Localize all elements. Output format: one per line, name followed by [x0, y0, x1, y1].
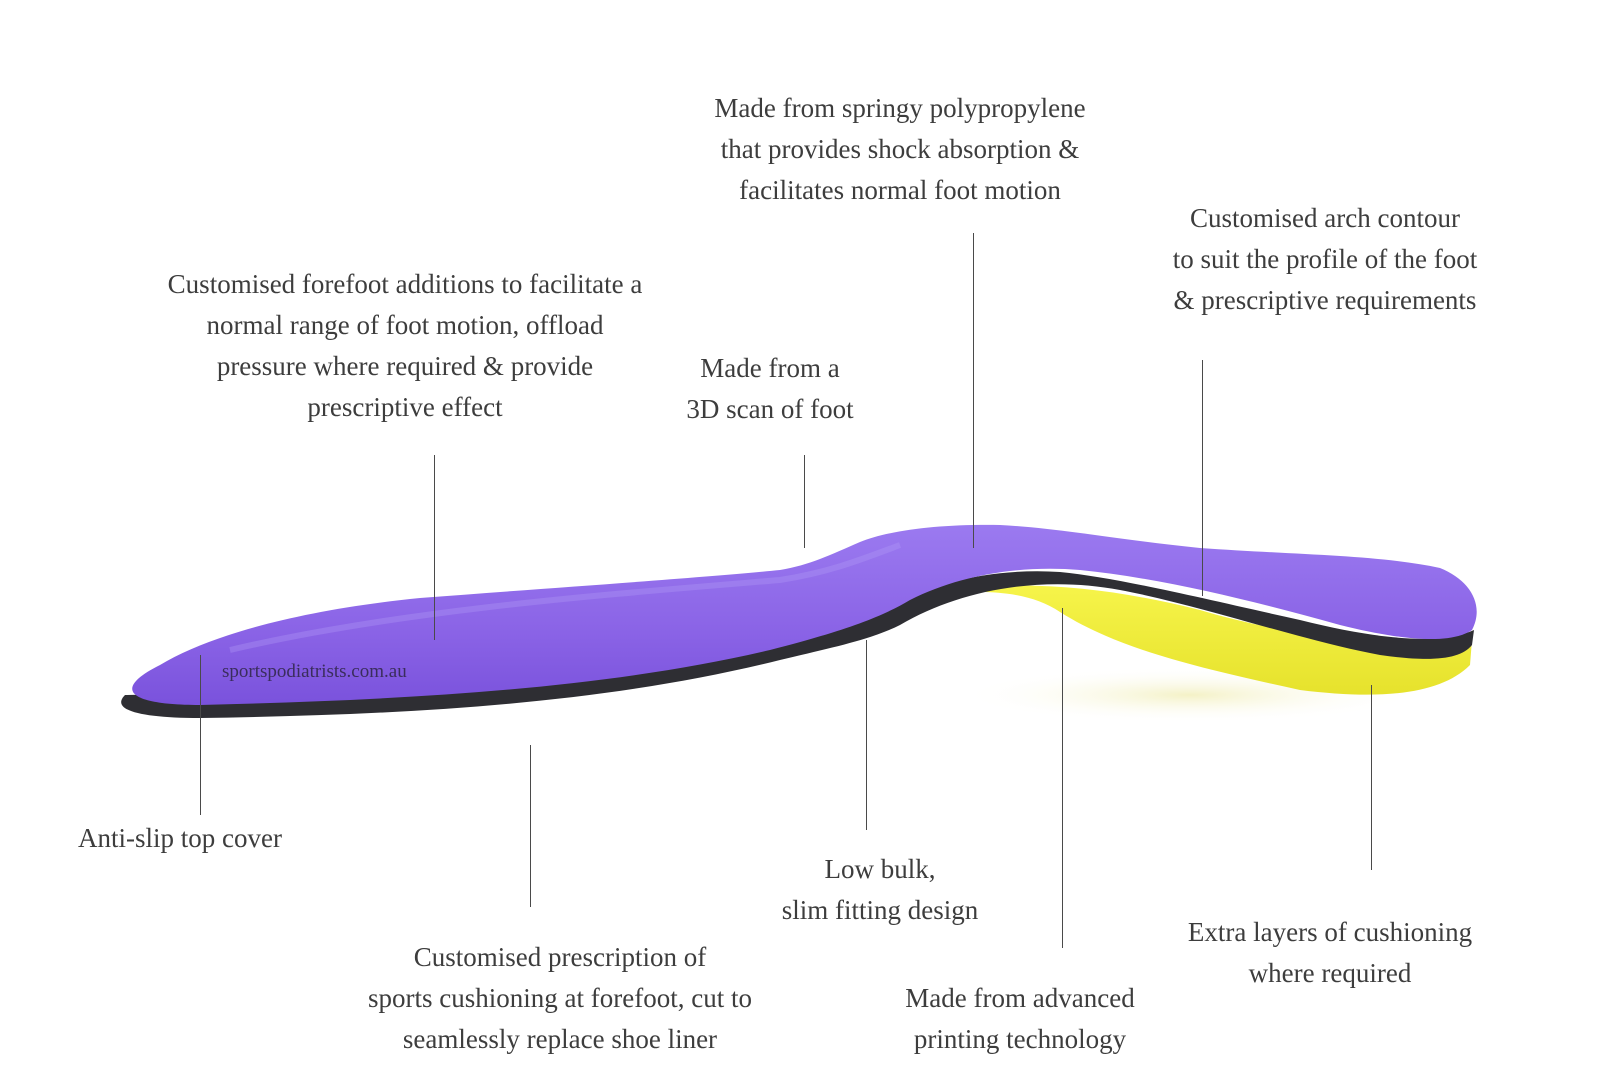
shell-layer — [121, 571, 1474, 718]
annotation-line: Customised forefoot additions to facilit… — [167, 269, 643, 299]
annotation-line: pressure where required & provide — [216, 351, 594, 381]
leader-forefoot — [434, 455, 435, 640]
leader-lowbulk — [866, 640, 867, 830]
annotation-line: facilitates normal foot motion — [739, 175, 1061, 205]
leader-polypropylene — [973, 233, 974, 548]
annotation-line: printing technology — [913, 1024, 1127, 1054]
annotation-lowbulk: Low bulk, slim fitting design — [755, 849, 1005, 931]
leader-cushioning — [530, 745, 531, 907]
annotation-line: & prescriptive requirements — [1173, 285, 1477, 315]
annotation-line: Customised prescription of — [413, 942, 707, 972]
annotation-polypropylene: Made from springy polypropylene that pro… — [680, 88, 1120, 211]
annotation-extra: Extra layers of cushioning where require… — [1150, 912, 1510, 994]
annotation-line: prescriptive effect — [307, 392, 503, 422]
annotation-line: that provides shock absorption & — [720, 134, 1080, 164]
annotation-line: Anti-slip top cover — [78, 823, 282, 853]
annotation-line: Customised arch contour — [1190, 203, 1460, 233]
top-cover-highlight — [229, 542, 902, 653]
annotation-scan: Made from a 3D scan of foot — [660, 348, 880, 430]
annotation-line: to suit the profile of the foot — [1172, 244, 1478, 274]
annotation-line: sports cushioning at forefoot, cut to — [368, 983, 752, 1013]
annotation-forefoot: Customised forefoot additions to facilit… — [130, 264, 680, 428]
leader-printing — [1062, 608, 1063, 948]
cushion-layer — [895, 585, 1472, 695]
annotation-line: where required — [1248, 958, 1412, 988]
annotation-arch: Customised arch contour to suit the prof… — [1140, 198, 1510, 321]
annotation-line: Extra layers of cushioning — [1187, 917, 1473, 947]
annotation-line: seamlessly replace shoe liner — [402, 1024, 718, 1054]
annotation-line: 3D scan of foot — [686, 394, 854, 424]
top-cover — [132, 524, 1477, 705]
annotation-antislip: Anti-slip top cover — [55, 818, 305, 859]
annotation-line: Made from advanced — [905, 983, 1135, 1013]
annotation-cushioning: Customised prescription of sports cushio… — [330, 937, 790, 1060]
annotation-line: slim fitting design — [781, 895, 979, 925]
annotation-line: Made from a — [700, 353, 840, 383]
annotation-printing: Made from advanced printing technology — [880, 978, 1160, 1060]
annotation-line: Made from springy polypropylene — [714, 93, 1086, 123]
leader-arch — [1202, 360, 1203, 596]
leader-scan — [804, 455, 805, 548]
annotation-line: normal range of foot motion, offload — [206, 310, 604, 340]
leader-extra — [1371, 685, 1372, 870]
annotation-line: Low bulk, — [824, 854, 936, 884]
watermark-text: sportspodiatrists.com.au — [222, 661, 407, 682]
leader-antislip — [200, 655, 201, 815]
